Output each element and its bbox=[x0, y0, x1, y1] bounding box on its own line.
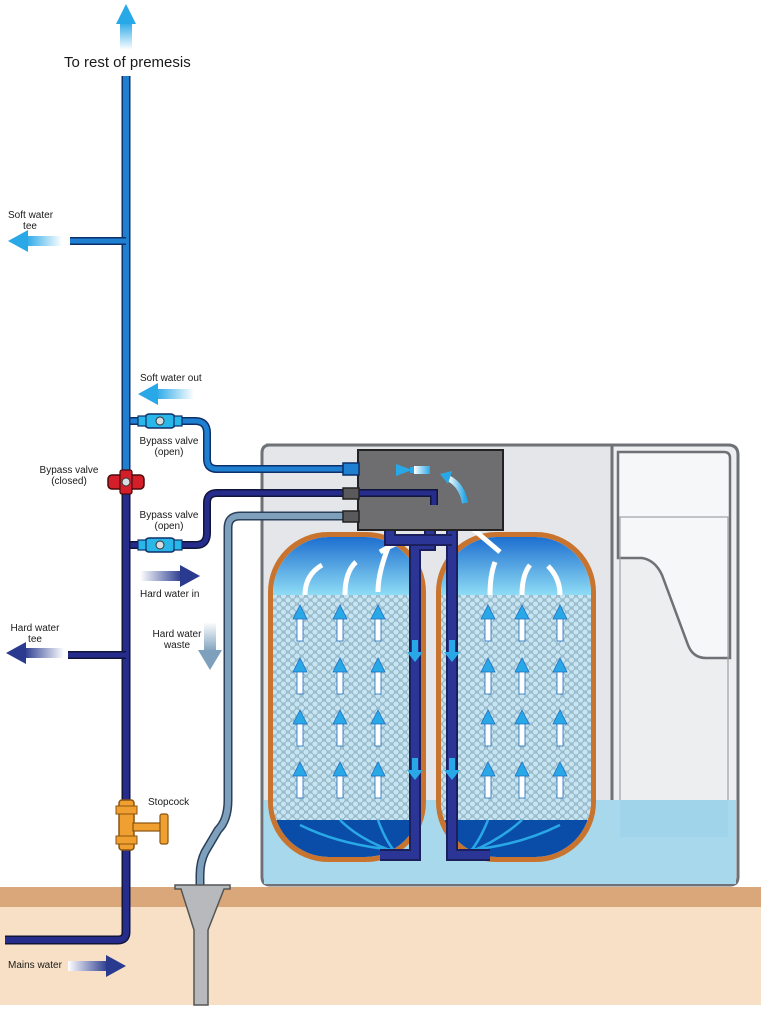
resin-flow-arrow bbox=[370, 604, 386, 642]
ground-surface bbox=[0, 887, 761, 907]
main-supply-pipe bbox=[5, 76, 131, 945]
waste-pipe bbox=[195, 510, 360, 887]
flow-arrow-mains bbox=[68, 955, 126, 977]
label-hard-water-waste-line2: waste bbox=[163, 640, 191, 651]
resin-flow-arrow bbox=[292, 657, 308, 695]
flow-arrow-soft-tee bbox=[8, 230, 62, 252]
resin-flow-arrow bbox=[292, 604, 308, 642]
label-bypass-valve-closed: Bypass valve (closed) bbox=[36, 465, 102, 487]
resin-flow-arrow bbox=[480, 657, 496, 695]
hard-water-in-pipe bbox=[128, 487, 438, 549]
label-hard-water-waste: Hard water waste bbox=[148, 629, 206, 651]
resin-flow-arrow bbox=[332, 761, 348, 799]
label-hard-water-tee-line1: Hard water bbox=[10, 623, 60, 634]
label-soft-water-tee-line2: tee bbox=[23, 221, 37, 232]
bypass-valve-hard-open[interactable] bbox=[137, 537, 183, 553]
flow-arrow-up-top bbox=[116, 4, 136, 50]
resin-flow-arrow bbox=[370, 709, 386, 747]
label-bypass-valve-open-bottom: Bypass valve (open) bbox=[136, 510, 202, 532]
label-mains-water: Mains water bbox=[8, 960, 62, 971]
label-bypass-open-bottom-line1: Bypass valve bbox=[139, 510, 199, 521]
flow-arrow-hard-in bbox=[140, 565, 200, 587]
resin-flow-arrow bbox=[552, 604, 568, 642]
resin-flow-arrow bbox=[514, 657, 530, 695]
resin-flow-curve bbox=[546, 564, 563, 596]
label-bypass-closed-line1: Bypass valve bbox=[39, 465, 99, 476]
soft-water-out-pipe bbox=[128, 417, 360, 476]
label-soft-water-tee-line1: Soft water bbox=[8, 210, 54, 221]
label-hard-water-tee: Hard water tee bbox=[8, 623, 62, 645]
resin-flow-arrow bbox=[332, 604, 348, 642]
resin-flow-arrow bbox=[552, 761, 568, 799]
resin-flow-curve bbox=[342, 560, 358, 596]
resin-flow-arrow bbox=[332, 657, 348, 695]
label-bypass-open-top-line2: (open) bbox=[154, 447, 184, 458]
resin-tank-right bbox=[436, 532, 596, 862]
resin-flow-arrow bbox=[480, 604, 496, 642]
resin-flow-arrow bbox=[292, 761, 308, 799]
resin-flow-arrow bbox=[370, 657, 386, 695]
resin-flow-curve bbox=[487, 561, 498, 596]
resin-flow-arrow bbox=[552, 709, 568, 747]
label-hard-water-tee-line2: tee bbox=[28, 634, 42, 645]
label-bypass-closed-line2: (closed) bbox=[51, 476, 87, 487]
label-hard-water-waste-line1: Hard water bbox=[152, 629, 202, 640]
label-to-rest-of-premises: To rest of premesis bbox=[64, 54, 191, 71]
resin-flow-arrow bbox=[514, 761, 530, 799]
resin-flow-arrow bbox=[292, 709, 308, 747]
resin-flow-arrow bbox=[514, 709, 530, 747]
label-stopcock: Stopcock bbox=[148, 797, 190, 808]
stopcock-valve[interactable] bbox=[115, 799, 169, 851]
label-soft-water-tee: Soft water tee bbox=[8, 210, 54, 232]
flow-arrow-soft-out bbox=[138, 383, 194, 405]
label-bypass-open-bottom-line2: (open) bbox=[154, 521, 184, 532]
resin-flow-arrow bbox=[552, 657, 568, 695]
flow-arrow-hard-tee bbox=[6, 642, 64, 664]
resin-flow-arrow bbox=[480, 709, 496, 747]
label-hard-water-in: Hard water in bbox=[140, 589, 200, 600]
bypass-valve-closed[interactable] bbox=[107, 469, 145, 495]
resin-flow-arrow bbox=[480, 761, 496, 799]
resin-flow-arrow bbox=[370, 761, 386, 799]
resin-flow-arrow bbox=[514, 604, 530, 642]
resin-flow-arrow bbox=[332, 709, 348, 747]
drain-funnel bbox=[174, 884, 231, 1006]
flow-arrow-waste bbox=[198, 622, 222, 670]
label-bypass-valve-open-top: Bypass valve (open) bbox=[136, 436, 202, 458]
resin-flow-curve bbox=[519, 563, 533, 596]
resin-flow-curve bbox=[302, 562, 324, 596]
label-soft-water-out: Soft water out bbox=[140, 373, 202, 384]
label-bypass-open-top-line1: Bypass valve bbox=[139, 436, 199, 447]
bypass-valve-soft-open[interactable] bbox=[137, 413, 183, 429]
